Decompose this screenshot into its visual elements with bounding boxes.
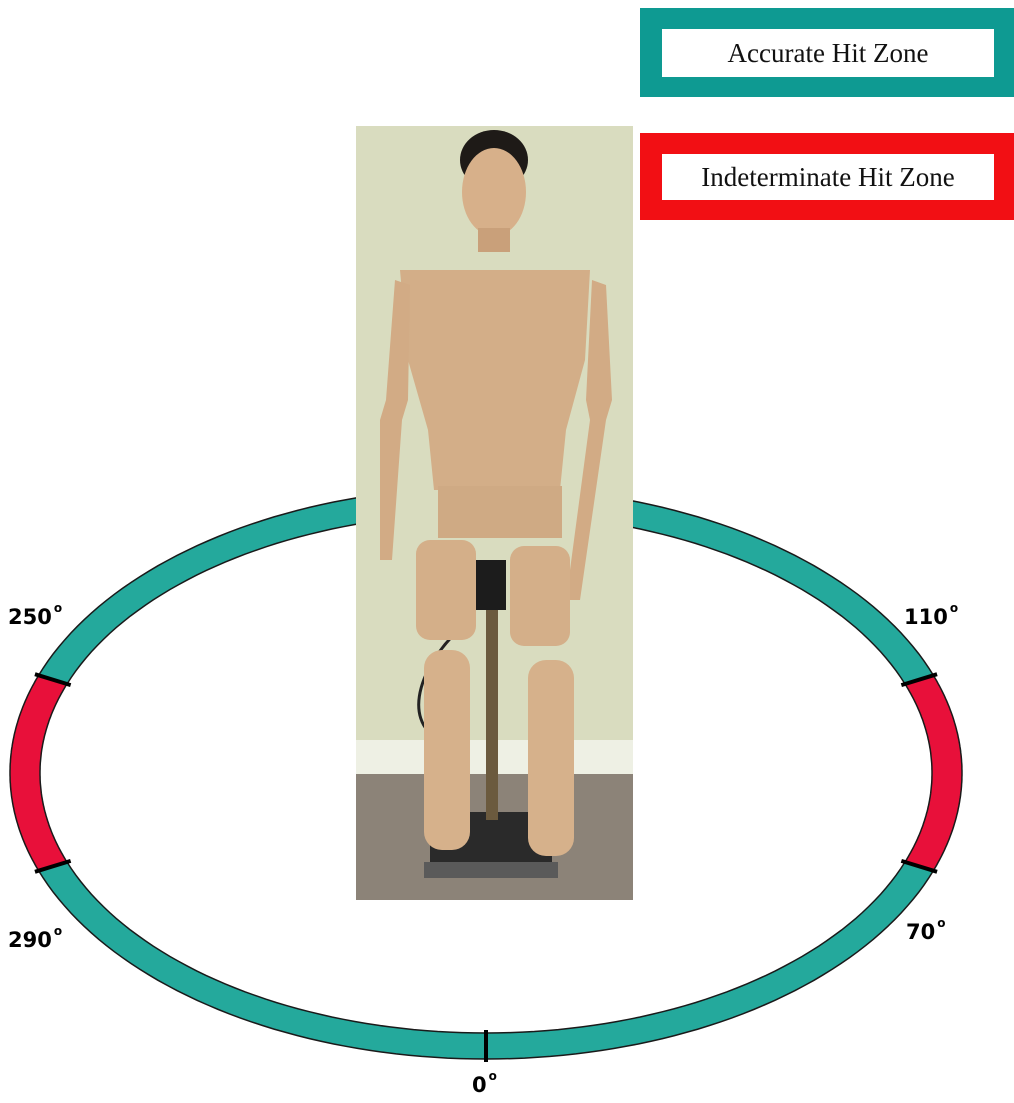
mannequin-neck — [478, 228, 510, 252]
degree-symbol: o — [489, 1069, 497, 1083]
degree-symbol: o — [950, 601, 958, 615]
legend-accurate-hit-zone: Accurate Hit Zone — [640, 8, 1014, 97]
ring-zone-indeterminate-3 — [10, 675, 67, 871]
ring-zone-indeterminate-1 — [905, 675, 962, 871]
degree-symbol: o — [937, 916, 945, 930]
stand-pole — [486, 590, 498, 820]
degree-symbol: o — [54, 601, 62, 615]
mannequin-photo — [356, 126, 633, 900]
legend-indeterminate-label: Indeterminate Hit Zone — [662, 154, 994, 200]
mannequin-left-thigh — [416, 540, 476, 640]
legend-accurate-label: Accurate Hit Zone — [662, 29, 994, 77]
mannequin-right-thigh — [510, 546, 570, 646]
mannequin-right-shin — [528, 660, 574, 856]
stand-mount — [476, 560, 506, 610]
mannequin-head — [462, 148, 526, 236]
mannequin-pelvis — [438, 486, 562, 538]
degree-symbol: o — [54, 924, 62, 938]
legend-indeterminate-hit-zone: Indeterminate Hit Zone — [640, 133, 1014, 220]
mannequin-left-shin — [424, 650, 470, 850]
stand-plate — [424, 862, 558, 878]
